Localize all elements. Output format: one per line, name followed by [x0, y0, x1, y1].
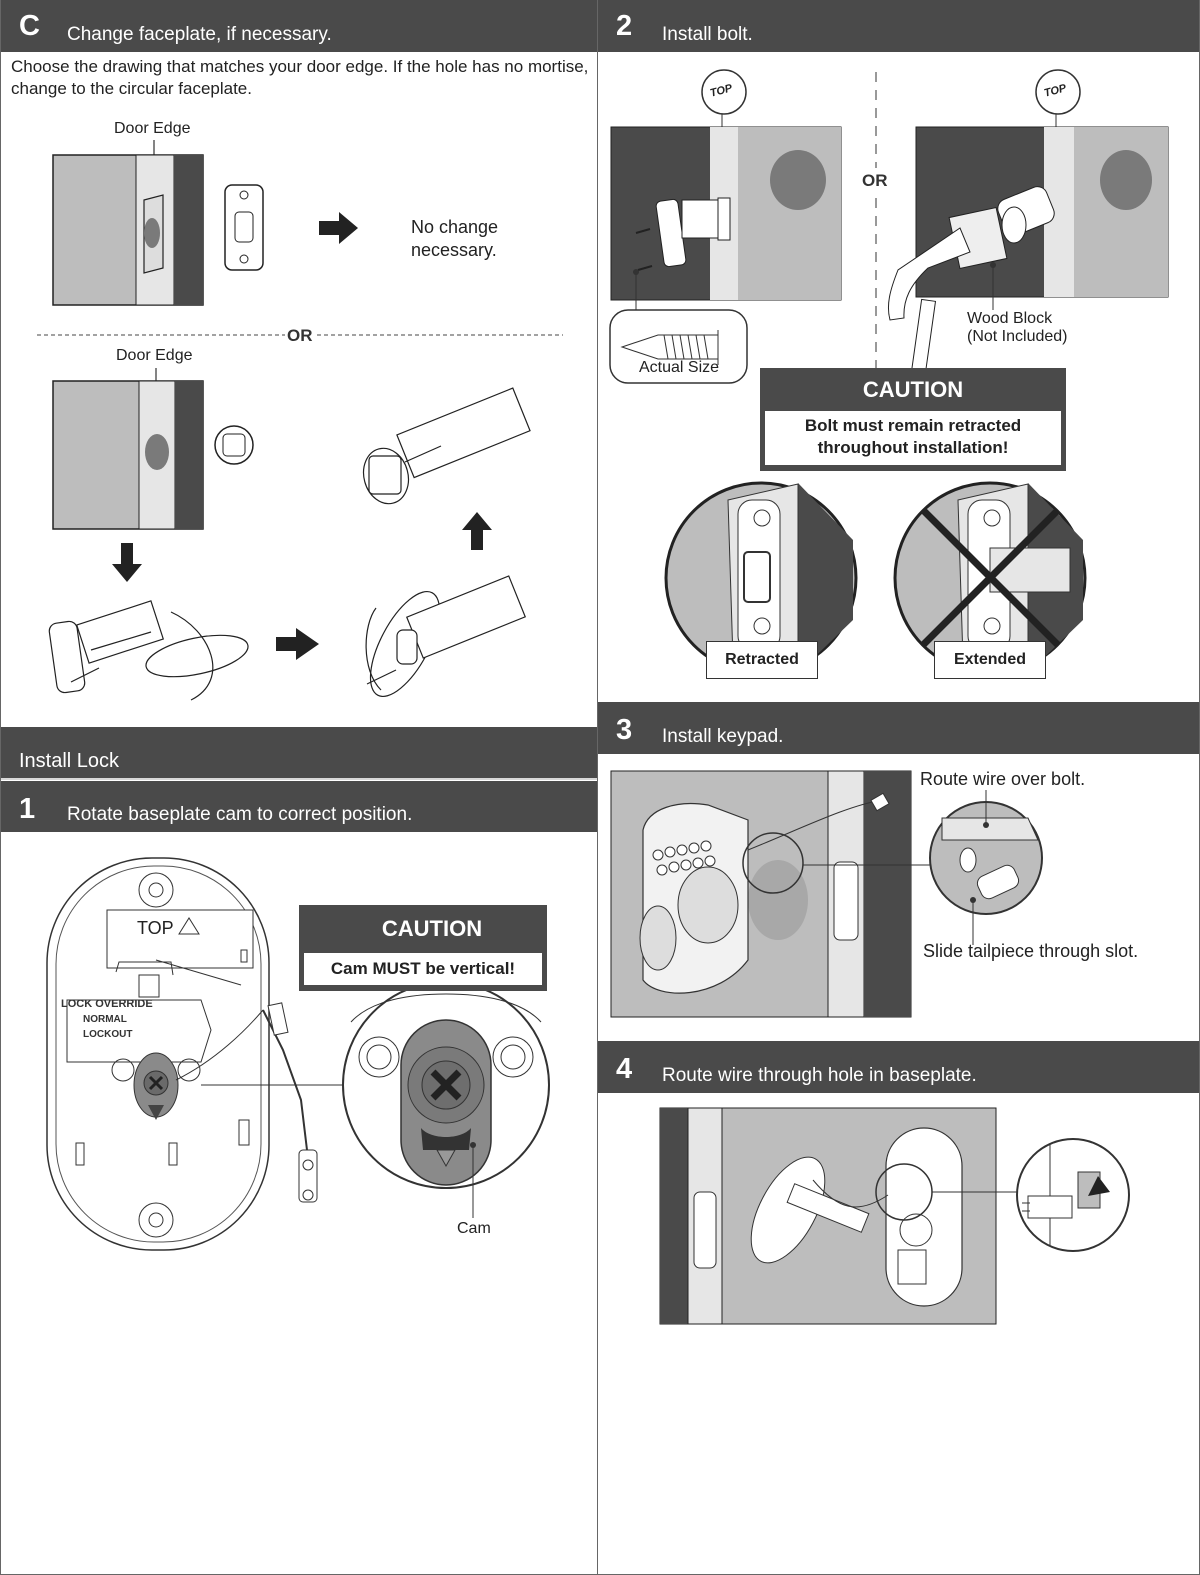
step-2-number: 2 — [616, 10, 633, 42]
slide-tailpiece-note: Slide tailpiece through slot. — [923, 941, 1139, 961]
override-line: NORMAL — [83, 1014, 127, 1025]
step-2-title: Install bolt. — [662, 24, 753, 45]
step-3-header: 3 Install keypad. — [598, 702, 1199, 754]
step-c-header: C Change faceplate, if necessary. — [1, 0, 597, 52]
step-1-header: 1 Rotate baseplate cam to correct positi… — [1, 781, 597, 832]
cam-label: Cam — [457, 1220, 491, 1237]
door-edge-label-2: Door Edge — [116, 347, 193, 364]
keypad-illustration — [610, 770, 1043, 1018]
install-lock-title: Install Lock — [19, 750, 120, 772]
caution-title: CAUTION — [862, 376, 964, 402]
top-label: TOP — [137, 918, 174, 938]
step-3-title: Install keypad. — [662, 726, 784, 747]
baseplate-wire-illustration — [659, 1107, 1130, 1325]
door-edge-label: Door Edge — [114, 120, 191, 137]
step-c-title: Change faceplate, if necessary. — [67, 24, 332, 45]
override-settings: LOCK OVERRIDE NORMAL LOCKOUT — [61, 997, 153, 1042]
override-line: LOCK OVERRIDE — [61, 998, 153, 1010]
step-4-header: 4 Route wire through hole in baseplate. — [598, 1041, 1199, 1093]
bolt-illustrations — [609, 69, 1169, 675]
install-lock-header: Install Lock — [1, 727, 597, 780]
bolt-caution-box: CAUTION Bolt must remain retracted throu… — [760, 368, 1066, 471]
retracted-label: Retracted — [706, 641, 818, 679]
step-1-number: 1 — [19, 793, 36, 825]
or-label: OR — [860, 171, 890, 191]
or-divider-label: OR — [285, 326, 315, 346]
wood-block-label: Wood Block — [967, 310, 1053, 327]
step-1-title: Rotate baseplate cam to correct position… — [67, 804, 413, 825]
faceplate-illustrations — [37, 140, 563, 701]
step-2-header: 2 Install bolt. — [598, 0, 1199, 52]
step-4-number: 4 — [616, 1053, 633, 1085]
no-change-note: No change necessary. — [411, 217, 499, 260]
baseplate-illustration — [46, 857, 550, 1251]
left-column: C Change faceplate, if necessary. Choose… — [0, 0, 598, 1575]
right-column: 2 Install bolt. — [598, 0, 1200, 1575]
not-included-label: (Not Included) — [967, 328, 1068, 345]
step-3-number: 3 — [616, 714, 633, 746]
step-c-number: C — [19, 10, 40, 42]
actual-size-label: Actual Size — [639, 359, 720, 376]
override-line: LOCKOUT — [83, 1029, 133, 1040]
extended-label: Extended — [934, 641, 1046, 679]
caution-text: Bolt must remain retracted throughout in… — [765, 411, 1061, 465]
step-4-title: Route wire through hole in baseplate. — [662, 1065, 977, 1086]
caution-text: Cam MUST be vertical! — [304, 953, 542, 985]
cam-caution-box: CAUTION Cam MUST be vertical! — [299, 905, 547, 991]
route-wire-note: Route wire over bolt. — [920, 769, 1086, 789]
step-c-intro: Choose the drawing that matches your doo… — [11, 57, 589, 98]
caution-title: CAUTION — [381, 916, 483, 941]
